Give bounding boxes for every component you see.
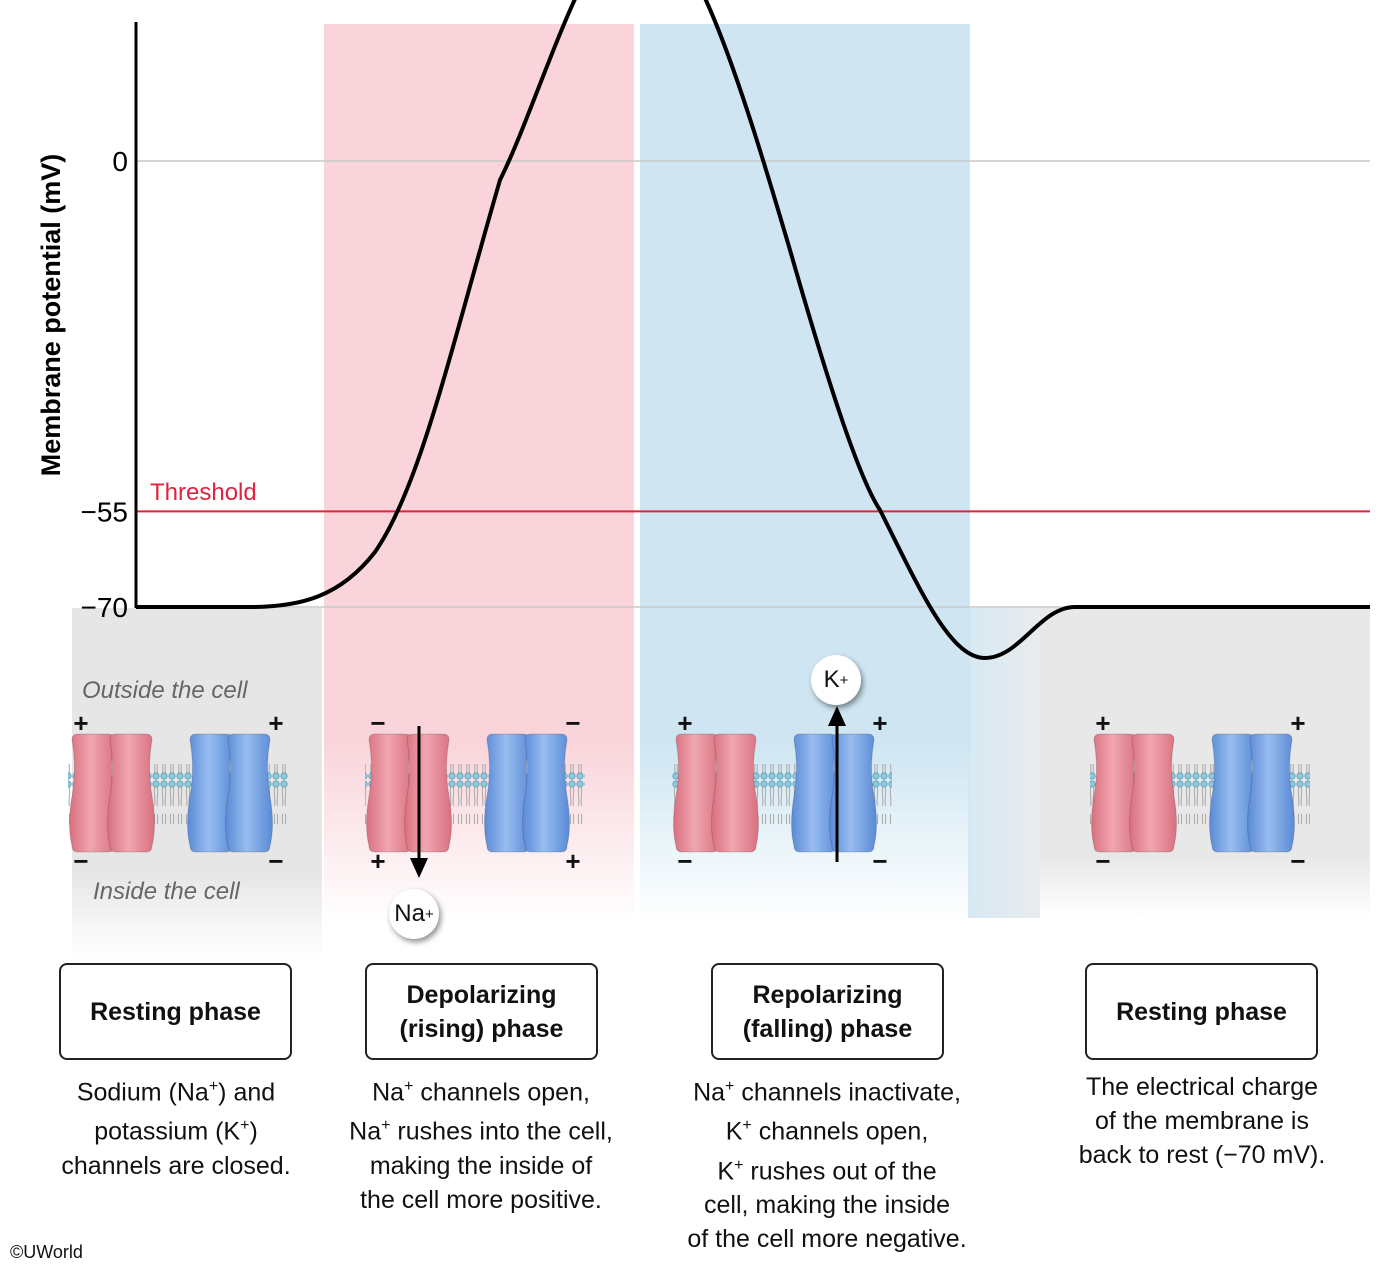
outside-cell-label: Outside the cell (82, 677, 248, 704)
sodium-channel (69, 733, 155, 853)
inner-charge-left: + (370, 846, 385, 876)
copyright-credit: ©UWorld (10, 1242, 83, 1262)
potassium-ion-symbol: K (823, 666, 840, 693)
membrane-segment-3: + + − − (672, 708, 892, 876)
resting-band-right (1040, 608, 1370, 918)
y-tick-label: 0 (112, 146, 128, 177)
phase-title: Resting phase (1116, 997, 1287, 1026)
inside-cell-label: Inside the cell (93, 878, 240, 905)
y-axis-label: Membrane potential (mV) (36, 154, 66, 477)
inner-charge-right: − (268, 846, 283, 876)
y-tick-label: −55 (81, 496, 129, 527)
outer-charge-left: + (73, 708, 88, 738)
transition-band (968, 608, 1048, 918)
potassium-ion-badge: K+ (811, 655, 861, 705)
sodium-ion-charge: + (424, 905, 434, 923)
potassium-ion-charge: + (839, 671, 849, 689)
potassium-channel (1209, 733, 1295, 853)
phase-title-box-3: Repolarizing(falling) phase (711, 963, 944, 1060)
outer-charge-right: + (872, 708, 887, 738)
action-potential-curve (136, 0, 1370, 660)
phase-title-box-2: Depolarizing(rising) phase (365, 963, 598, 1060)
potassium-channel (187, 733, 273, 853)
potassium-arrow-head (828, 706, 846, 726)
phase-title-box-1: Resting phase (59, 963, 292, 1060)
sodium-channel (366, 733, 452, 853)
sodium-ion-badge: Na+ (389, 889, 439, 939)
outer-charge-left: + (677, 708, 692, 738)
membrane-segment-1: + + − − (68, 708, 288, 876)
sodium-ion-symbol: Na (394, 900, 425, 927)
membrane-illustrations: + + − − − − + + + + − − + + − − (68, 706, 1310, 878)
phase-bands (72, 24, 1370, 958)
potassium-channel (484, 733, 570, 853)
outer-charge-left: − (370, 708, 385, 738)
threshold-label: Threshold (150, 479, 257, 506)
inner-charge-right: − (1290, 846, 1305, 876)
phase-title-box-4: Resting phase (1085, 963, 1318, 1060)
membrane-segment-2: − − + + (365, 708, 585, 876)
inner-charge-left: − (677, 846, 692, 876)
y-axis-ticks: 0 −55 −70 (81, 146, 129, 623)
outer-charge-right: − (565, 708, 580, 738)
membrane-segment-4: + + − − (1090, 708, 1310, 876)
phase-description-2: Na+ channels open,Na+ rushes into the ce… (349, 1078, 613, 1214)
potassium-channel (791, 733, 877, 853)
inner-charge-left: − (73, 846, 88, 876)
sodium-channel (673, 733, 759, 853)
phase-title: Repolarizing(falling) phase (742, 980, 913, 1043)
outer-charge-right: + (1290, 708, 1305, 738)
outer-charge-left: + (1095, 708, 1110, 738)
inner-charge-right: + (565, 846, 580, 876)
phase-description-3: Na+ channels inactivate,K+ channels open… (687, 1078, 967, 1253)
phase-title: Depolarizing(rising) phase (399, 980, 564, 1043)
inner-charge-left: − (1095, 846, 1110, 876)
inner-charge-right: − (872, 846, 887, 876)
y-tick-label: −70 (81, 592, 129, 623)
phase-title: Resting phase (90, 997, 261, 1026)
sodium-channel (1091, 733, 1177, 853)
sodium-arrow-head (410, 858, 428, 878)
outer-charge-right: + (268, 708, 283, 738)
